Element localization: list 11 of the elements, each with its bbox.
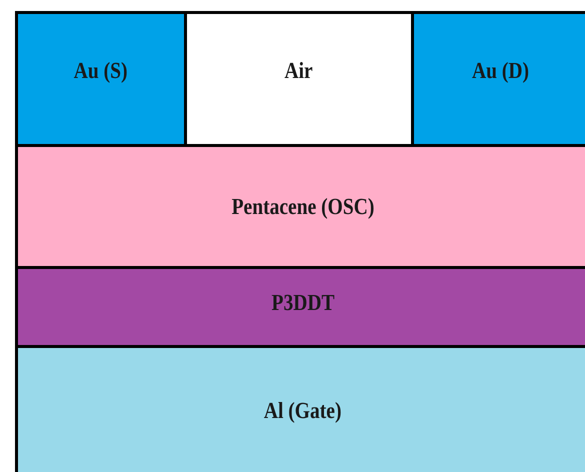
layer-label: Air bbox=[284, 58, 314, 84]
layer-label: Pentacene (OSC) bbox=[232, 194, 374, 220]
layer-label: Al (Gate) bbox=[264, 398, 342, 424]
source-electrode bbox=[15, 11, 187, 147]
dielectric-layer bbox=[15, 266, 585, 348]
gate-layer bbox=[15, 345, 585, 472]
drain-electrode bbox=[411, 11, 585, 147]
layer-label: Au (S) bbox=[74, 58, 128, 84]
layer-label: Au (D) bbox=[472, 58, 530, 84]
semiconductor-layer bbox=[15, 144, 585, 269]
layer-label: P3DDT bbox=[272, 290, 334, 316]
